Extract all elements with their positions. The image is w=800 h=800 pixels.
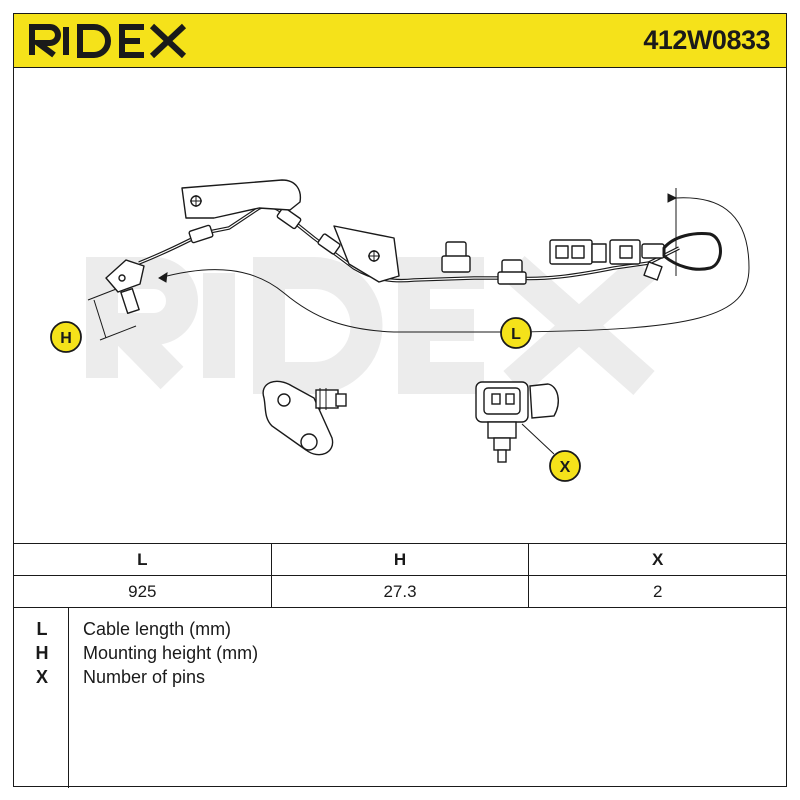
spec-header-l: L (14, 544, 272, 575)
spec-value-x: 2 (652, 581, 663, 601)
technical-drawing: H L X (14, 68, 786, 543)
legend-divider (68, 607, 69, 788)
spec-header-h: H (272, 544, 530, 575)
spec-header-x: X (652, 549, 664, 569)
callout-x: X (549, 450, 581, 482)
ridex-logo (29, 23, 187, 58)
callout-h-label: H (60, 330, 72, 347)
legend-item: H Mounting height (mm) (14, 643, 786, 667)
legend-key: L (36, 619, 48, 639)
spec-value-l: 925 (14, 576, 272, 607)
sensor-body-detail (262, 380, 347, 456)
spec-value-h: 27.3 (272, 576, 530, 607)
legend: L Cable length (mm) H Mounting height (m… (14, 607, 786, 788)
spec-header-row: L H X (14, 543, 786, 575)
callout-x-label: X (560, 459, 571, 476)
legend-key: X (35, 667, 48, 687)
legend-text: Cable length (mm) (83, 619, 232, 639)
sensor-drawing: H L X (50, 179, 750, 482)
legend-key: H (35, 643, 49, 663)
legend-item: L Cable length (mm) (14, 619, 786, 643)
product-sheet: 412W0833 (13, 13, 787, 788)
header-bar: 412W0833 (14, 14, 786, 68)
legend-text: Number of pins (83, 667, 206, 687)
callout-l-label: L (511, 326, 521, 343)
callout-l: L (500, 317, 532, 349)
part-number: 412W0833 (643, 25, 770, 55)
legend-text: Mounting height (mm) (83, 643, 259, 663)
legend-item: X Number of pins (14, 667, 786, 691)
spec-table: L H X 925 27.3 2 (14, 543, 786, 608)
callout-h: H (50, 321, 82, 353)
sensor-cable (105, 179, 722, 315)
ridex-watermark (85, 256, 655, 395)
cable-length-dimension (158, 188, 750, 333)
connector-face-detail (475, 381, 559, 463)
spec-value-row: 925 27.3 2 (14, 575, 786, 608)
